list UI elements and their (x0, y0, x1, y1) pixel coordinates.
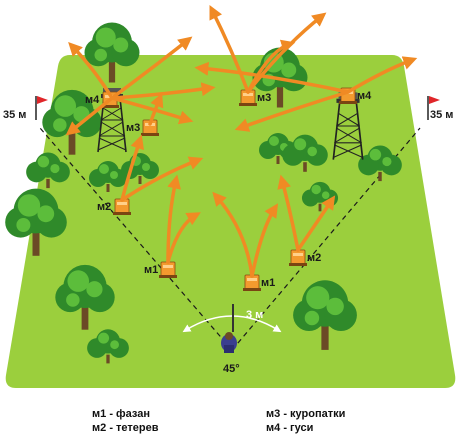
trap-machine-icon (288, 249, 308, 267)
legend-code: м2 (92, 422, 107, 434)
arrow-icon (110, 96, 194, 125)
machine-label: м3 (257, 92, 271, 104)
flag-icon (35, 96, 48, 120)
arrow-icon (246, 12, 327, 94)
shooter-icon (221, 304, 237, 353)
distance-label-right: 35 м (430, 109, 453, 121)
legend-name: куропатки (290, 408, 346, 420)
legend-code: м3 (266, 408, 281, 420)
machine-label: м4 (357, 90, 372, 102)
arrow-icon (110, 36, 193, 100)
legend-sep: - (280, 408, 291, 420)
arrow-icon (166, 174, 181, 264)
arrow-icon (120, 156, 204, 202)
legend-item: м4 - гуси (266, 422, 313, 434)
machine-label: м2 (307, 252, 321, 264)
arrow-icon (346, 56, 418, 94)
legend-sep: - (280, 422, 291, 434)
machine-label: м4 (85, 94, 100, 106)
distance-label-left: 35 м (3, 109, 26, 121)
arrow-icon (234, 90, 350, 132)
legend-name: гуси (290, 422, 314, 434)
arc-distance-label: 3 м (246, 309, 263, 321)
legend-name: фазан (116, 408, 151, 420)
legend-code: м1 (92, 408, 107, 420)
arrow-icon (212, 191, 254, 278)
angle-label: 45° (223, 363, 240, 375)
sector-line-right (231, 127, 421, 351)
legend-item: м3 - куропатки (266, 408, 345, 420)
arrow-icon (277, 174, 300, 252)
legend-sep: - (106, 422, 117, 434)
arrow-icon (209, 4, 250, 94)
legend-item: м2 - тетерев (92, 422, 159, 434)
machine-label: м1 (144, 264, 158, 276)
flag-icon (427, 96, 440, 120)
legend-sep: - (106, 408, 117, 420)
sector-line-left (39, 127, 233, 351)
arrow-icon (166, 212, 201, 264)
machine-label: м1 (261, 277, 275, 289)
arrow-icon (296, 195, 336, 252)
arrow-icon (65, 96, 114, 136)
trap-machine-icon (158, 261, 178, 279)
arrow-icon (68, 41, 114, 100)
arrow-icon (250, 203, 279, 278)
legend-name: тетерев (116, 422, 159, 434)
machine-label: м2 (97, 201, 111, 213)
legend-item: м1 - фазан (92, 408, 150, 420)
arrow-icon (120, 134, 144, 202)
arrow-icon (148, 92, 164, 126)
arrow-icon (194, 61, 350, 94)
machine-label: м3 (126, 122, 140, 134)
legend-code: м4 (266, 422, 281, 434)
